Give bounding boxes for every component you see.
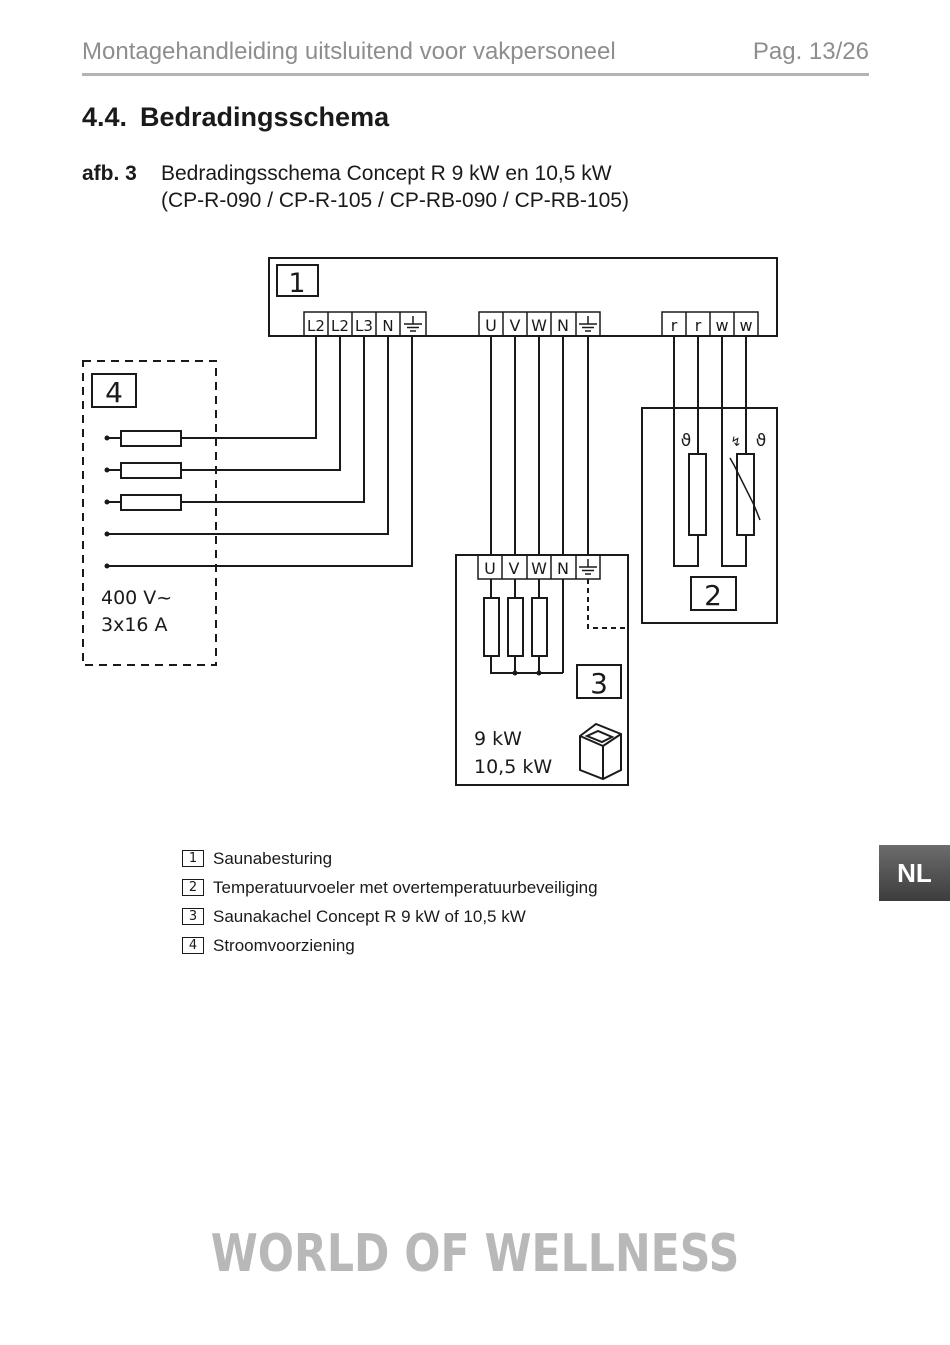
terminal-label: V [509, 559, 520, 578]
ground-icon [579, 316, 597, 332]
section-heading: 4.4. Bedradingsschema [82, 102, 389, 133]
legend-text: Saunakachel Concept R 9 kW of 10,5 kW [213, 906, 526, 926]
supply-current: 3x16 A [101, 614, 168, 636]
legend-item: 1 Saunabesturing [182, 844, 598, 873]
legend: 1 Saunabesturing 2 Temperatuurvoeler met… [182, 844, 598, 960]
ground-icon [579, 559, 597, 575]
legend-item: 2 Temperatuurvoeler met overtemperatuurb… [182, 873, 598, 902]
terminal-label: U [485, 316, 497, 335]
box2-number-frame [690, 576, 737, 611]
page-number: Pag. 13/26 [752, 38, 869, 65]
legend-text: Saunabesturing [213, 848, 333, 868]
figure-caption-line1: Bedradingsschema Concept R 9 kW en 10,5 … [161, 162, 612, 185]
box2-number: 2 [704, 579, 722, 612]
terminal-label: r [695, 316, 702, 335]
power-supply-box [82, 360, 217, 666]
legend-number: 1 [182, 850, 204, 867]
terminal-label: N [557, 559, 569, 578]
legend-item: 3 Saunakachel Concept R 9 kW of 10,5 kW [182, 902, 598, 931]
box4-number: 4 [105, 376, 123, 409]
header-title: Montagehandleiding uitsluitend voor vakp… [82, 38, 616, 65]
legend-number: 3 [182, 908, 204, 925]
terminal-label: L2 [331, 317, 349, 335]
box1-number: 1 [288, 268, 305, 299]
box4-number-frame [91, 373, 137, 408]
terminal-label: W [531, 559, 547, 578]
legend-number: 4 [182, 937, 204, 954]
ground-icon [404, 316, 422, 332]
terminal-label: N [557, 316, 569, 335]
heater-power-1: 9 kW [474, 728, 522, 750]
theta-symbol: ϑ [756, 431, 767, 451]
sensor-box [641, 407, 778, 624]
box3-number-frame [576, 664, 622, 699]
legend-text: Temperatuurvoeler met overtemperatuurbev… [213, 877, 598, 897]
terminal-label: w [715, 316, 728, 335]
figure-label: afb. 3 [82, 162, 137, 185]
terminal-label: r [671, 316, 678, 335]
header-divider [82, 73, 869, 76]
box3-number: 3 [590, 667, 608, 700]
terminal-label: V [510, 316, 521, 335]
language-tab[interactable]: NL [879, 845, 950, 901]
sensor-icon [688, 453, 707, 536]
fuse-icon [120, 462, 182, 479]
brand-logo: WORLD OF WELLNESS [210, 1224, 740, 1284]
thermal-fuse-icon [736, 453, 755, 536]
figure-caption-line2: (CP-R-090 / CP-R-105 / CP-RB-090 / CP-RB… [161, 189, 629, 212]
terminal-label: U [484, 559, 496, 578]
fuse-icon [120, 494, 182, 511]
terminal-label: W [531, 316, 547, 335]
terminal-label: L2 [307, 317, 325, 335]
heating-element-icon [507, 597, 524, 657]
fuse-icon [120, 430, 182, 447]
terminal-label: L3 [355, 317, 373, 335]
sauna-heater-icon [579, 722, 622, 781]
legend-text: Stroomvoorziening [213, 935, 355, 955]
heater-power-2: 10,5 kW [474, 756, 552, 778]
legend-item: 4 Stroomvoorziening [182, 931, 598, 960]
legend-number: 2 [182, 879, 204, 896]
box1-number-frame [276, 264, 319, 297]
terminal-label: N [382, 317, 393, 335]
section-number: 4.4. [82, 102, 128, 132]
heating-element-icon [483, 597, 500, 657]
lightning-icon: ↯ [731, 435, 742, 450]
section-title-text: Bedradingsschema [140, 102, 390, 132]
theta-symbol: ϑ [681, 431, 692, 451]
heating-element-icon [531, 597, 548, 657]
supply-voltage: 400 V~ [101, 587, 172, 609]
terminal-label: w [739, 316, 752, 335]
